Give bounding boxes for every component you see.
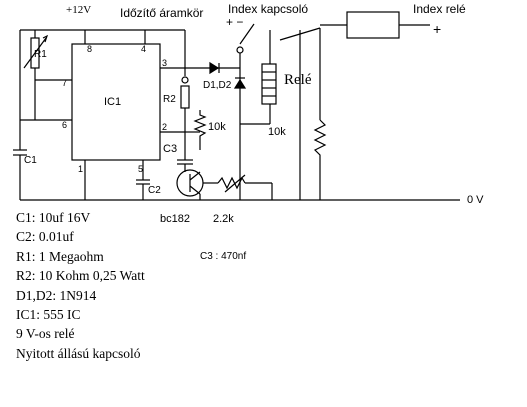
pin-2: 2 bbox=[162, 122, 167, 132]
d1d2-label: D1,D2 bbox=[203, 80, 232, 91]
relay-10k-resistor bbox=[313, 119, 327, 200]
r2-resistor bbox=[180, 85, 190, 109]
parts-list-item: D1,D2: 1N914 bbox=[16, 287, 97, 303]
relay-plus: + bbox=[433, 21, 441, 37]
parts-list-item: R2: 10 Kohm 0,25 Watt bbox=[16, 268, 145, 284]
pin-6: 6 bbox=[62, 120, 67, 130]
diagram-title: Időzítő áramkör bbox=[120, 6, 203, 20]
parts-list: C1: 10uf 16V C2: 0.01uf R1: 1 Megaohm R2… bbox=[16, 208, 145, 363]
ground-label: 0 V bbox=[467, 194, 484, 206]
parts-list-item: R1: 1 Megaohm bbox=[16, 248, 104, 264]
parts-list-item: 9 V-os relé bbox=[16, 326, 75, 342]
r10k-resistor bbox=[193, 110, 207, 150]
c3-label: C3 bbox=[163, 143, 177, 155]
ic1-chip bbox=[71, 43, 161, 161]
parts-list-item: C2: 0.01uf bbox=[16, 229, 74, 245]
pin-7: 7 bbox=[62, 78, 67, 88]
transistor-label: bc182 bbox=[160, 213, 190, 225]
pin-3: 3 bbox=[162, 58, 167, 68]
switch-polarity: + − bbox=[226, 15, 243, 29]
d1-diode bbox=[209, 61, 220, 75]
c1-label: C1 bbox=[24, 155, 37, 166]
pin-5: 5 bbox=[138, 164, 143, 174]
parts-list-item: C1: 10uf 16V bbox=[16, 210, 91, 225]
r1-label: R1 bbox=[34, 49, 47, 60]
index-relay-box bbox=[346, 11, 400, 39]
index-relay-label: Index relé bbox=[413, 2, 466, 16]
c3-value-label: C3 : 470nf bbox=[200, 251, 246, 262]
relay-coil bbox=[261, 63, 277, 105]
pin-1: 1 bbox=[78, 164, 83, 174]
relay-10k-label: 10k bbox=[268, 126, 286, 138]
r2-label: R2 bbox=[163, 94, 176, 105]
index-switch-label: Index kapcsoló bbox=[228, 2, 308, 16]
index-switch bbox=[236, 46, 244, 54]
supply-label: +12V bbox=[66, 4, 91, 16]
rele-label: Relé bbox=[284, 72, 312, 88]
pin-4: 4 bbox=[141, 44, 146, 54]
ic-label: IC1 bbox=[104, 96, 121, 108]
parts-list-item: IC1: 555 IC bbox=[16, 307, 81, 323]
d2-diode bbox=[233, 78, 247, 89]
c2-label: C2 bbox=[148, 185, 161, 196]
parts-list-item: Nyitott állású kapcsoló bbox=[16, 345, 141, 361]
r10k-label: 10k bbox=[208, 121, 226, 133]
r22k-label: 2.2k bbox=[213, 213, 234, 225]
pin-8: 8 bbox=[87, 44, 92, 54]
